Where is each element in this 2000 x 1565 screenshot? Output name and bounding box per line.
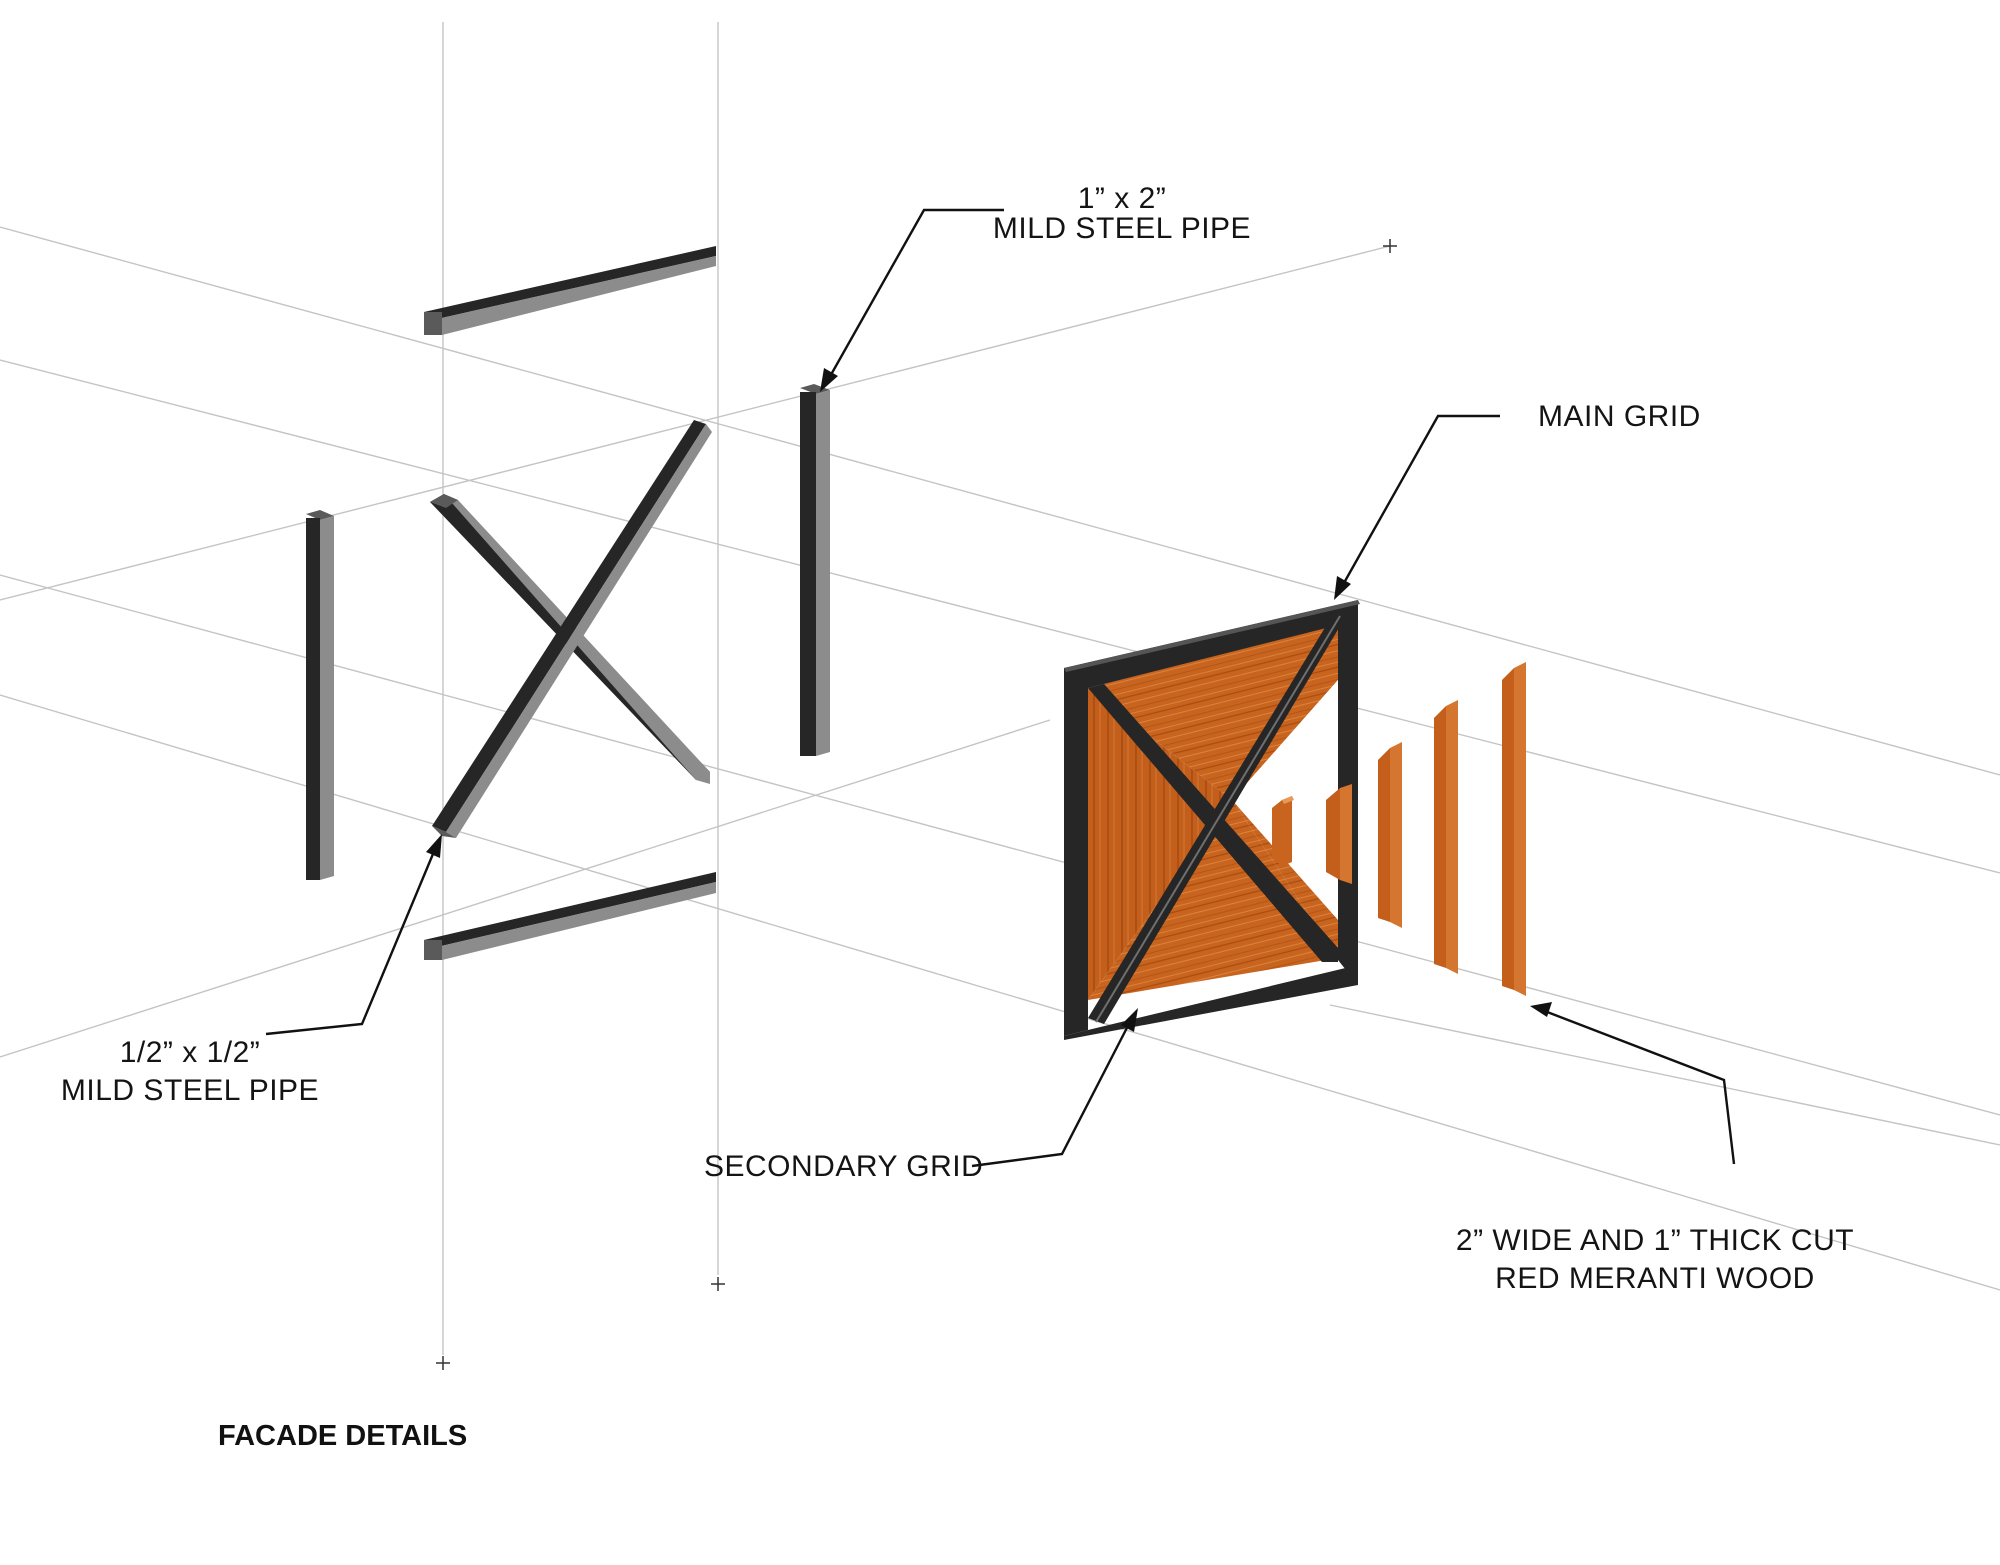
label-secondary-grid: SECONDARY GRID <box>704 1150 983 1183</box>
guide-diagonal-rising <box>0 719 1051 1058</box>
steel-x-brace-ascending <box>432 420 712 838</box>
steel-bar-bottom <box>424 872 716 960</box>
guide-diagonal <box>0 574 2000 1116</box>
leader-wood <box>1530 1002 1736 1165</box>
steel-bar-right-vertical <box>800 384 830 756</box>
frame-top-edge <box>1064 600 1360 672</box>
wood-strips <box>1272 662 1526 996</box>
crosshair-icon <box>1383 239 1397 253</box>
arrowhead-icon <box>1334 576 1351 600</box>
main-grid-frame <box>1064 600 1360 1040</box>
arrowhead-icon <box>1530 1002 1552 1017</box>
frame-bottom <box>1064 965 1358 1040</box>
steel-bar-left-vertical <box>306 510 334 880</box>
leader-lines <box>265 208 1736 1168</box>
leader-main-grid <box>1334 414 1500 600</box>
label-wood-dimensions: 2” WIDE AND 1” THICK CUT <box>1456 1224 1854 1257</box>
label-main-grid: MAIN GRID <box>1538 400 1701 433</box>
assembled-facade-panel <box>1064 600 1360 1040</box>
guide-diagonal <box>0 694 2000 1291</box>
wood-infill-left <box>1088 688 1232 1000</box>
wood-infill-bottom <box>1088 800 1338 1000</box>
label-pipe-small-material: MILD STEEL PIPE <box>61 1074 319 1107</box>
wood-infill-top <box>1088 624 1338 800</box>
guide-diagonal <box>0 226 2000 776</box>
label-pipe-small-size: 1/2” x 1/2” <box>120 1036 261 1069</box>
crosshair-markers <box>436 239 1397 1370</box>
secondary-grid-x <box>1088 615 1346 1024</box>
crosshair-icon <box>711 1277 725 1291</box>
label-pipe-large-material: MILD STEEL PIPE <box>993 212 1251 245</box>
leader-pipe-large <box>820 208 1004 392</box>
guide-diagonal <box>0 359 2000 874</box>
crosshair-icon <box>436 1356 450 1370</box>
leader-pipe-small <box>265 834 442 1036</box>
label-pipe-large-size: 1” x 2” <box>1078 182 1167 215</box>
wood-strip-4 <box>1434 700 1458 974</box>
annotation-labels: 1” x 2” MILD STEEL PIPE MAIN GRID 1/2” x… <box>61 182 1854 1452</box>
frame-top <box>1064 600 1358 688</box>
wood-strip-2 <box>1326 784 1352 884</box>
wood-strip-5 <box>1502 662 1526 996</box>
drawing-title: FACADE DETAILS <box>218 1420 467 1452</box>
label-wood-material: RED MERANTI WOOD <box>1495 1262 1815 1295</box>
arrowhead-icon <box>820 368 838 392</box>
frame-left <box>1064 668 1088 1036</box>
arrowhead-icon <box>1121 1008 1138 1032</box>
exploded-steel-assembly <box>306 246 830 960</box>
wood-strip-1 <box>1272 796 1294 866</box>
steel-bar-top <box>424 246 716 335</box>
wood-strip-3 <box>1378 742 1402 928</box>
guide-diagonal <box>1329 1004 2000 1146</box>
leader-secondary-grid <box>971 1008 1138 1168</box>
arrowhead-icon <box>426 834 442 858</box>
